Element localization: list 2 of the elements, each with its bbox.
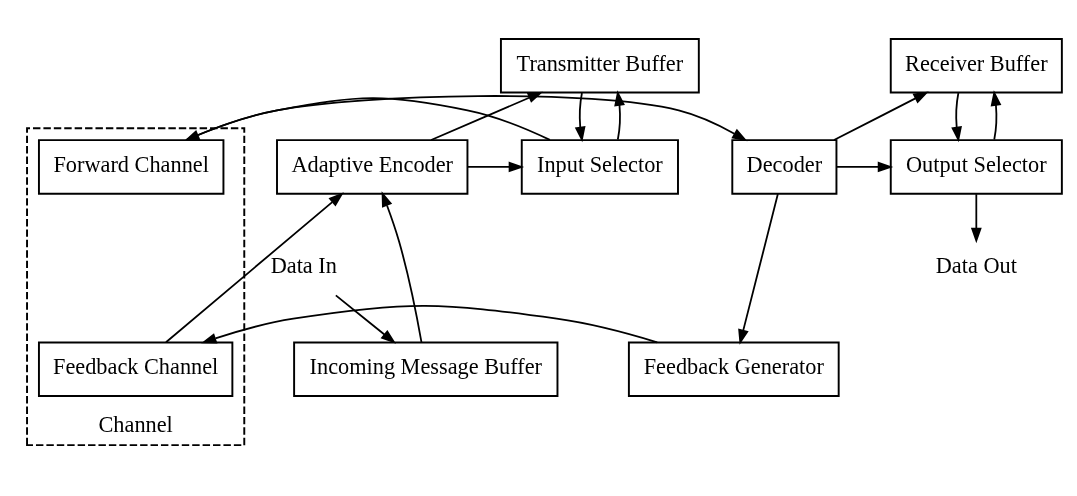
node-text: Data Out	[935, 253, 1017, 279]
node-text: Data In	[270, 253, 337, 279]
